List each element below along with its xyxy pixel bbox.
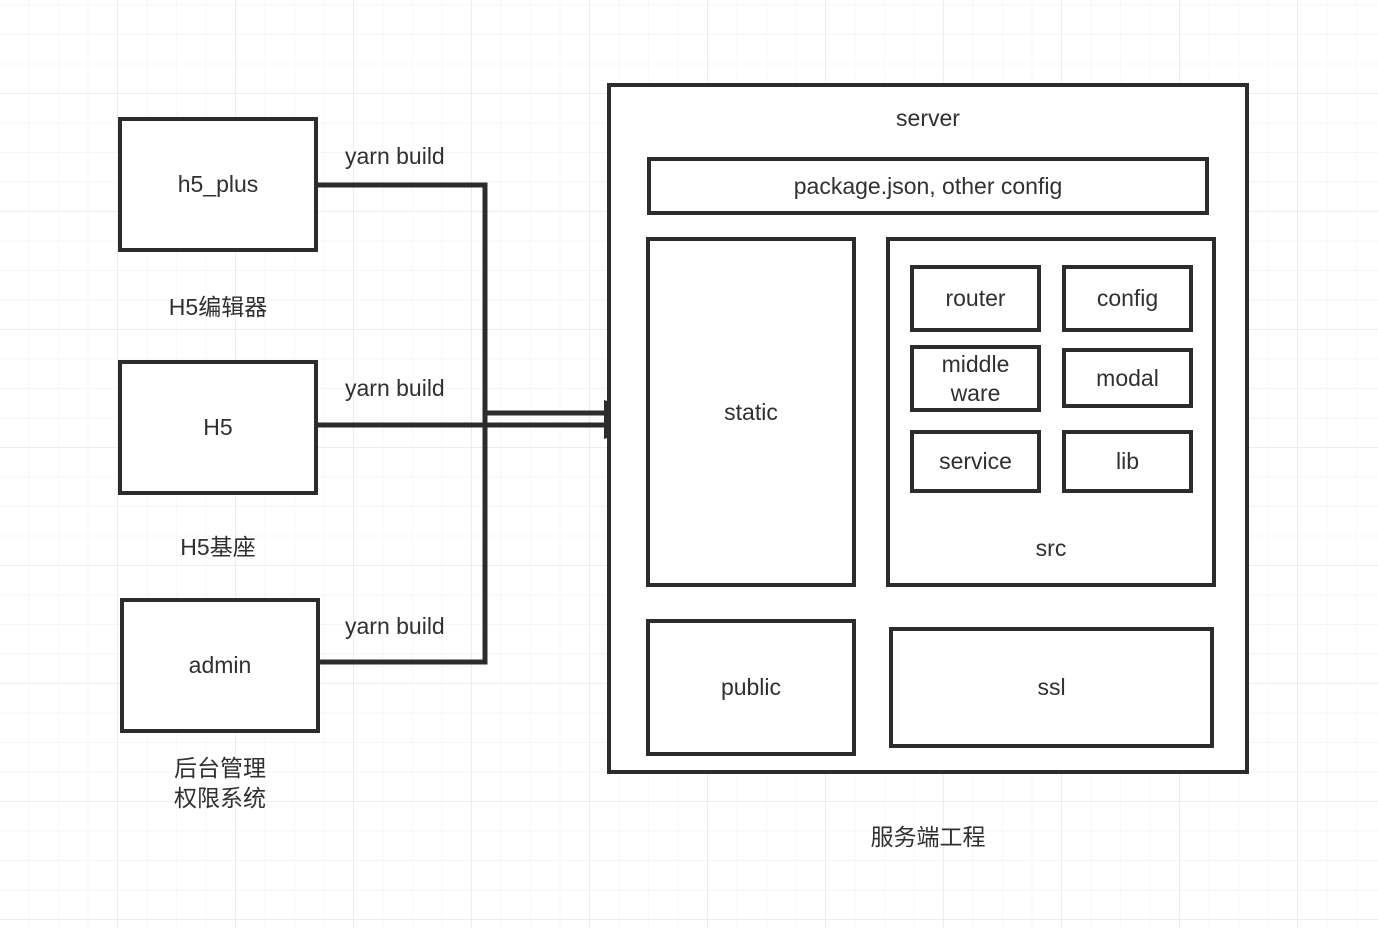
box-h5[interactable]: H5 (118, 360, 318, 495)
caption-h5: H5基座 (180, 534, 256, 560)
box-static-label: static (724, 398, 778, 425)
box-config-label: config (1096, 285, 1159, 312)
box-modal-label: modal (1096, 364, 1159, 391)
box-service[interactable]: service (910, 430, 1041, 493)
box-middleware[interactable]: middle ware (910, 345, 1041, 412)
box-ssl[interactable]: ssl (889, 627, 1214, 748)
box-h5-plus[interactable]: h5_plus (118, 117, 318, 252)
box-router-label: router (945, 285, 1006, 312)
server-title: server (896, 105, 960, 131)
box-package-config-label: package.json, other config (793, 172, 1063, 199)
box-public[interactable]: public (646, 619, 856, 756)
box-h5-plus-label: h5_plus (177, 171, 259, 198)
caption-admin: 后台管理 权限系统 (174, 755, 266, 811)
box-static[interactable]: static (646, 237, 856, 587)
box-middleware-label: middle ware (941, 350, 1010, 406)
caption-h5-plus: H5编辑器 (168, 294, 268, 320)
box-public-label: public (720, 674, 782, 701)
box-admin[interactable]: admin (120, 598, 320, 733)
box-service-label: service (939, 448, 1012, 475)
box-package-config[interactable]: package.json, other config (647, 157, 1209, 215)
edge-label-h5: yarn build (345, 375, 445, 401)
box-config[interactable]: config (1062, 265, 1193, 332)
box-modal[interactable]: modal (1062, 348, 1193, 408)
box-ssl-label: ssl (1037, 674, 1066, 701)
box-h5-label: H5 (203, 414, 233, 441)
box-lib[interactable]: lib (1062, 430, 1193, 493)
box-router[interactable]: router (910, 265, 1041, 332)
edge-label-admin: yarn build (345, 613, 445, 639)
caption-server: 服务端工程 (870, 824, 986, 850)
box-admin-label: admin (188, 652, 252, 679)
edge-label-h5-plus: yarn build (345, 143, 445, 169)
src-title: src (1035, 535, 1067, 561)
box-lib-label: lib (1115, 448, 1139, 475)
